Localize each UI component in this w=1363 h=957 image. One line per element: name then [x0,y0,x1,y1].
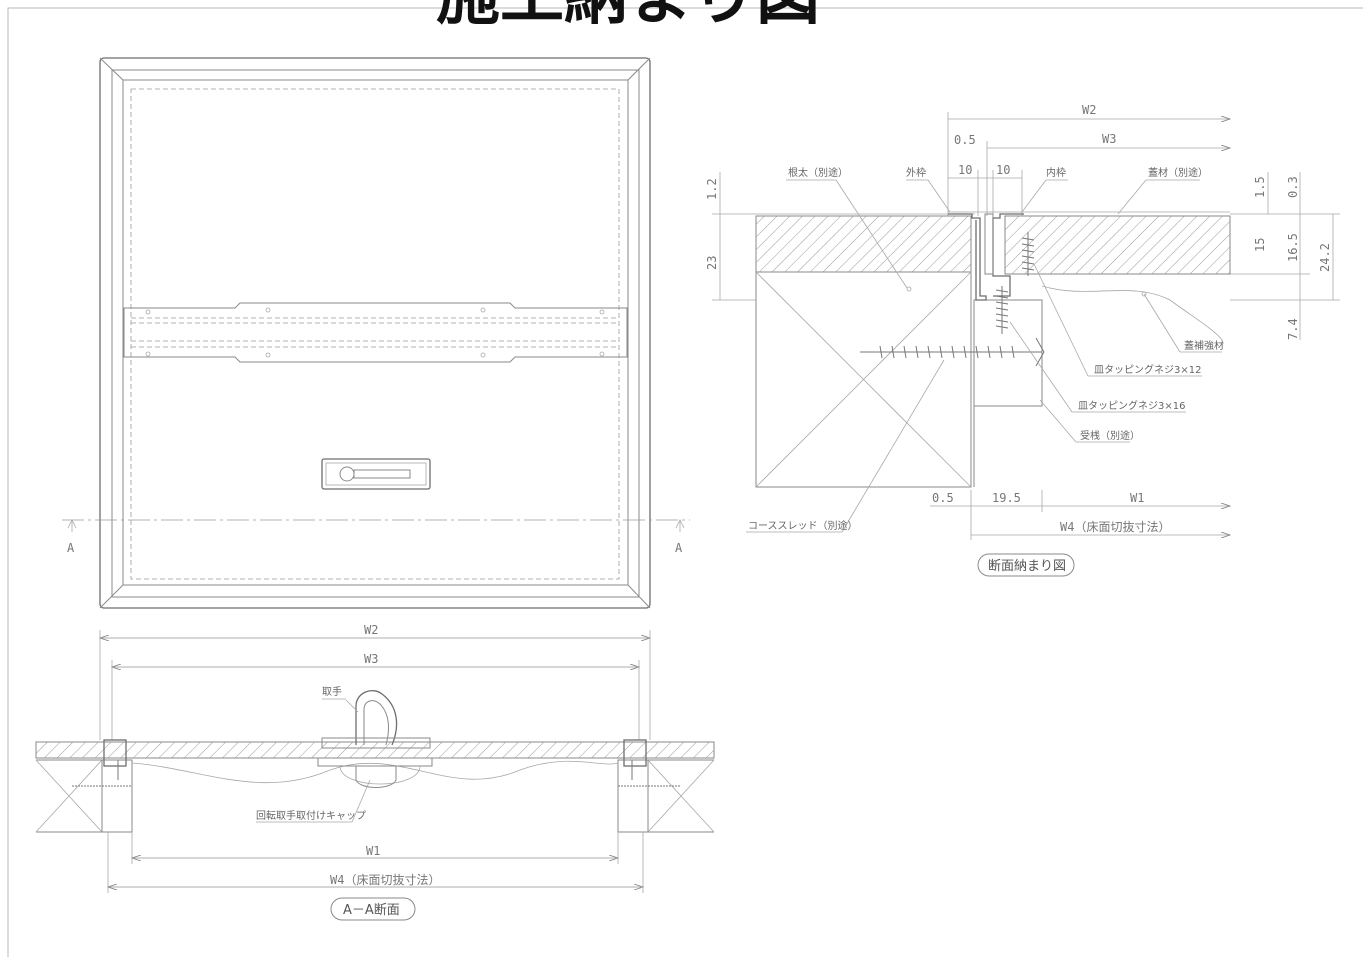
detail-section: W2 W3 0.5 10 10 1.2 23 1.5 0.3 15 16.5 2… [705,103,1340,577]
aa-dim-w4: W4（床面切抜寸法） [330,873,440,887]
aa-caption: A－A断面 [343,903,400,918]
detail-dim-1-2: 1.2 [705,178,719,200]
detail-dim-0-5-bottom: 0.5 [932,491,954,505]
section-mark-right: A [675,541,683,555]
detail-dim-19-5: 19.5 [992,491,1021,505]
detail-dim-0-3: 0.3 [1286,176,1300,198]
detail-dim-1-5: 1.5 [1253,176,1267,198]
aa-label-cap: 回転取手取付けキャップ [256,809,366,822]
detail-caption: 断面納まり図 [988,559,1066,574]
detail-dim-10-left: 10 [958,163,972,177]
aa-dim-w1: W1 [366,844,380,858]
aa-dim-w2: W2 [364,623,378,637]
detail-dim-7-4: 7.4 [1286,318,1300,340]
label-screw-12: 皿タッピングネジ3×12 [1094,363,1201,376]
detail-dim-w3: W3 [1102,132,1116,146]
label-support: 受桟（別途） [1080,429,1140,442]
label-inner-frame: 内枠 [1046,166,1066,179]
page-title: 施工納まり図 [436,0,820,34]
detail-dim-0-5-top: 0.5 [954,133,976,147]
detail-dim-23: 23 [705,256,719,270]
handle-plate [321,458,431,490]
sheet-border [7,7,1363,957]
detail-dim-15: 15 [1253,238,1267,252]
section-aa: W2 W3 取手 回転取 [35,623,715,921]
screw-vertical-icon [995,232,1035,334]
detail-dim-24-2: 24.2 [1318,243,1332,272]
label-adhesive: 蓋補強材 [1184,339,1224,352]
section-mark-left: A [67,541,75,555]
detail-dim-w4: W4（床面切抜寸法） [1060,520,1170,534]
detail-dim-w1: W1 [1130,491,1144,505]
label-coarse-thread: コーススレッド（別途） [748,519,858,532]
aa-label-handle: 取手 [322,685,342,698]
plan-view: A A [62,57,690,609]
label-screw-16: 皿タッピングネジ3×16 [1078,399,1185,412]
label-joist: 根太（別途） [788,166,848,179]
detail-dim-16-5: 16.5 [1286,233,1300,262]
label-floor: 蓋材（別途） [1148,166,1208,179]
detail-dim-w2: W2 [1082,103,1096,117]
screw-horizontal-icon [860,337,1045,367]
aa-dim-w3: W3 [364,652,378,666]
label-outer-frame: 外枠 [906,166,926,179]
detail-dim-10-right: 10 [996,163,1010,177]
